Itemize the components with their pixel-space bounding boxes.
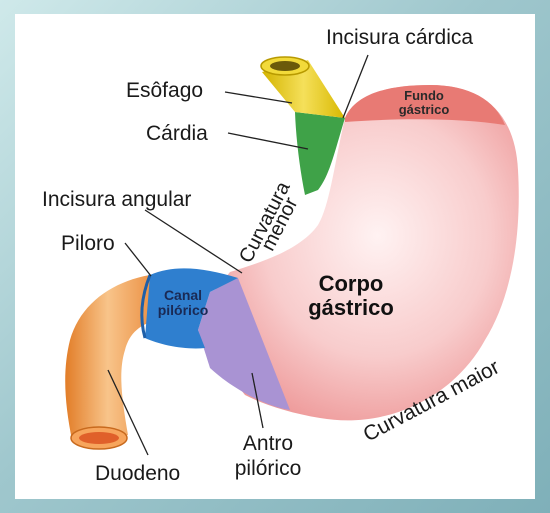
canal-line2: pilórico (157, 302, 209, 319)
pointer-incisura-cardica (342, 54, 369, 119)
fundo-line2: gástrico (398, 102, 450, 118)
corpo-line1: Corpo (318, 271, 384, 296)
pointer-incisura-angular (144, 209, 243, 274)
pyloric-canal-region (145, 268, 238, 349)
label-esofago: Esôfago (126, 79, 204, 102)
canal-line1: Canal (163, 287, 203, 303)
label-antro-pilorico: Antro pilórico (223, 433, 313, 479)
label-antro-line1: Antro (242, 432, 294, 455)
label-incisura-angular: Incisura angular (42, 188, 192, 211)
pointer-duodeno (107, 369, 149, 456)
label-cardia: Cárdia (146, 122, 208, 145)
region-label-canal: Canal pilórico (146, 287, 220, 319)
duodenum (65, 275, 160, 440)
label-duodeno: Duodeno (95, 462, 181, 485)
fundus-region (345, 85, 505, 125)
fundo-line1: Fundo (404, 88, 444, 103)
pointer-piloro (124, 242, 152, 277)
region-label-corpo: Corpo gástrico (286, 272, 416, 320)
corpo-line2: gástrico (308, 294, 394, 320)
pointer-esofago (224, 91, 293, 104)
pointer-cardia (227, 132, 309, 150)
label-piloro: Piloro (61, 232, 115, 255)
label-incisura-cardica: Incisura cárdica (326, 26, 474, 49)
pointer-antro (251, 372, 264, 429)
label-antro-line2: pilórico (234, 457, 302, 480)
region-label-fundo: Fundo gástrico (380, 88, 468, 118)
cardia-region (295, 112, 345, 195)
antrum-region (198, 278, 290, 410)
stomach-body (205, 85, 519, 421)
